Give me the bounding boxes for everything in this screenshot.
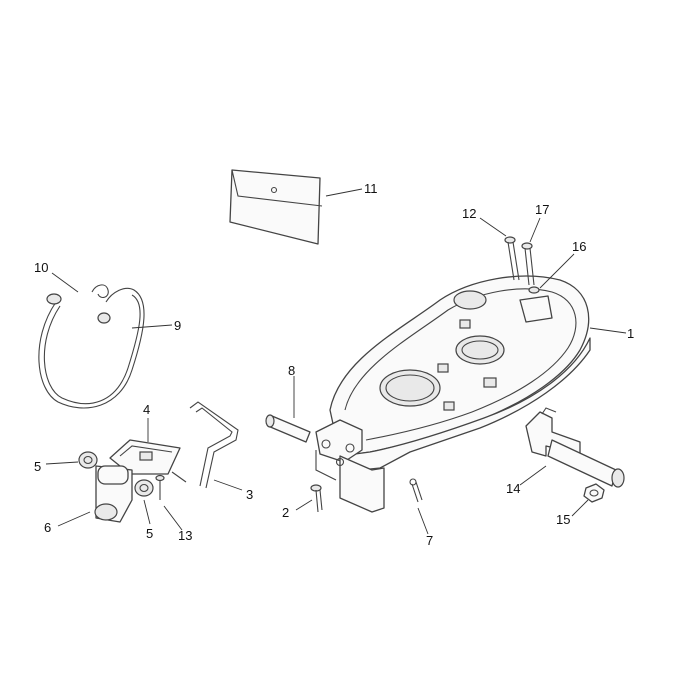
bolt-17-part [521,242,535,286]
washer-16-part [528,286,540,294]
callout-4: 4 [143,402,150,417]
pin-8-part [265,414,311,443]
bent-rod-part [171,401,239,489]
bolt-12-part [504,236,520,281]
axle-bracket-part [525,407,625,488]
bushing-left-part [78,451,98,469]
bolt-2-part [310,484,323,513]
callout-10: 10 [34,260,48,275]
callout-1: 1 [627,326,634,341]
mower-deck-part [315,275,591,513]
cotter-pin-7-part [409,478,423,503]
callout-17: 17 [535,202,549,217]
nut-15-part [583,483,605,503]
callout-13: 13 [178,528,192,543]
callout-6: 6 [44,520,51,535]
callout-2: 2 [282,505,289,520]
leader-lines [45,188,627,535]
callout-7: 7 [426,533,433,548]
callout-3: 3 [246,487,253,502]
bushing-right-part [134,479,154,497]
cable-assembly-part [38,284,145,409]
callout-16: 16 [572,239,586,254]
callout-5-left: 5 [34,459,41,474]
callout-14: 14 [506,481,520,496]
callout-15: 15 [556,512,570,527]
manual-pouch-part [229,169,323,245]
callout-5-right: 5 [146,526,153,541]
callout-8: 8 [288,363,295,378]
screw-13-part [155,474,165,500]
callout-12: 12 [462,206,476,221]
callout-11: 11 [364,181,378,196]
pivot-block-part [94,465,133,523]
callout-9: 9 [174,318,181,333]
